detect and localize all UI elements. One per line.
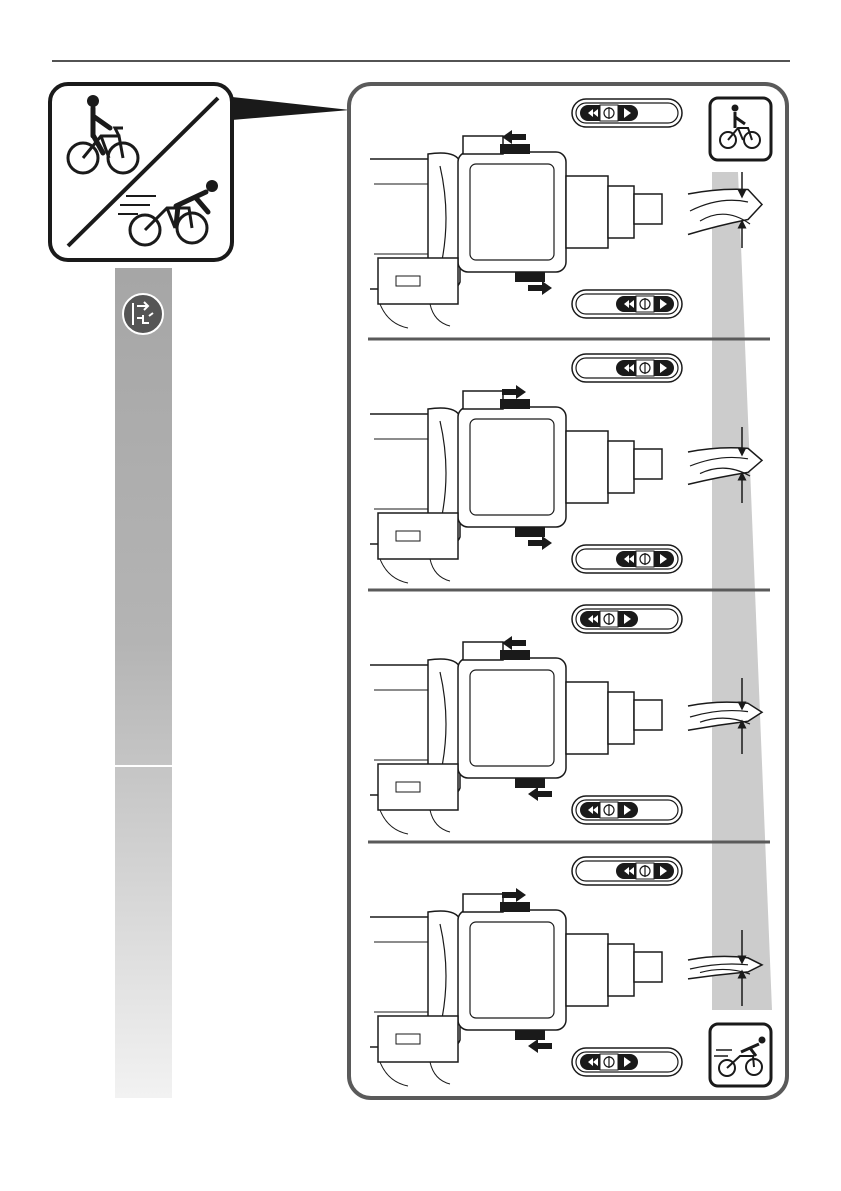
gear-slider-switch xyxy=(580,1054,638,1070)
gear-slider-switch xyxy=(616,296,674,312)
gear-slider-switch xyxy=(580,802,638,818)
bike-slow-vs-fast-icon xyxy=(50,84,232,260)
gear-slider-switch xyxy=(616,360,674,376)
gear-slider-switch xyxy=(580,105,638,121)
callout-connector xyxy=(232,97,350,120)
gear-slider-switch xyxy=(580,611,638,627)
unplug-power-icon xyxy=(123,294,163,334)
side-bar xyxy=(115,268,172,1098)
fast-bike-icon xyxy=(710,1024,771,1086)
gear-slider-switch xyxy=(616,863,674,879)
slow-bike-icon xyxy=(710,98,771,160)
gear-slider-switch xyxy=(616,551,674,567)
